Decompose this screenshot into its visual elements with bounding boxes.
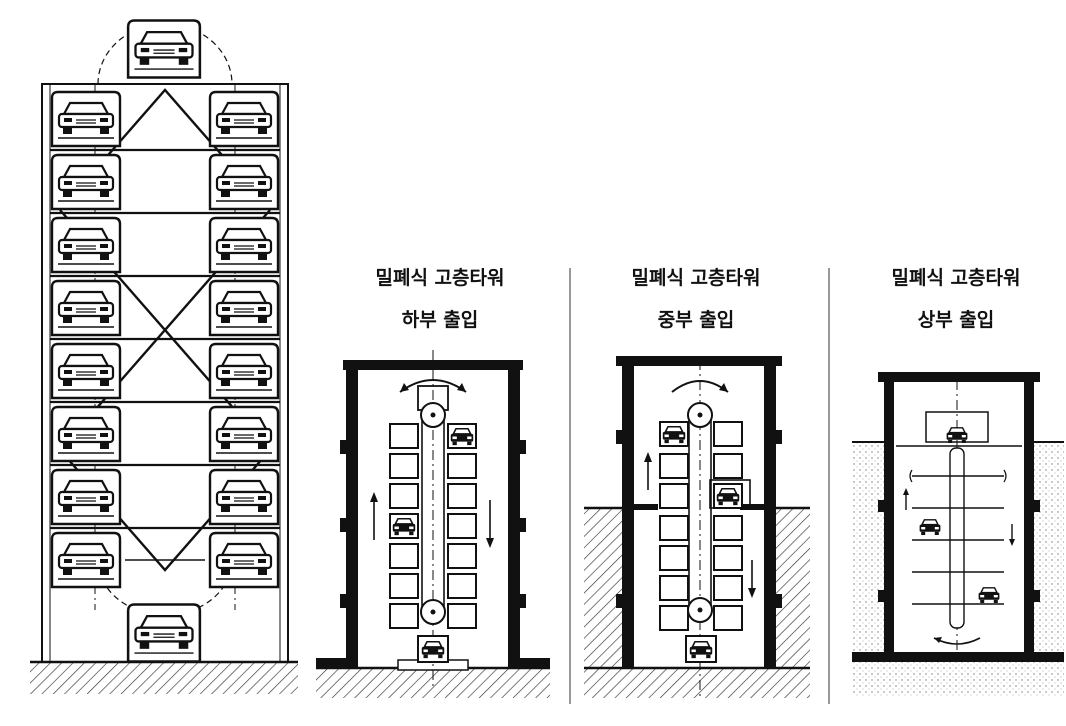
caption-subtitle: 중부 출입	[657, 309, 735, 331]
caption-title: 밀폐식 고층타워	[891, 267, 1021, 289]
large-tower-diagram	[30, 21, 298, 694]
top-car-pallet	[128, 21, 200, 78]
caption-middle-entry: 밀폐식 고층타워 중부 출입	[586, 266, 806, 333]
bottom-car-pallet	[128, 605, 200, 662]
caption-top-entry: 밀폐식 고층타워 상부 출입	[846, 266, 1066, 333]
caption-title: 밀폐식 고층타워	[375, 267, 505, 289]
middle-entry-diagram	[584, 356, 810, 700]
caption-title: 밀폐식 고층타워	[631, 267, 761, 289]
top-entry-diagram	[852, 372, 1064, 696]
caption-subtitle: 하부 출입	[401, 309, 479, 331]
caption-bottom-entry: 밀폐식 고층타워 하부 출입	[330, 266, 550, 333]
caption-subtitle: 상부 출입	[917, 309, 995, 331]
bottom-entry-diagram	[316, 350, 550, 698]
